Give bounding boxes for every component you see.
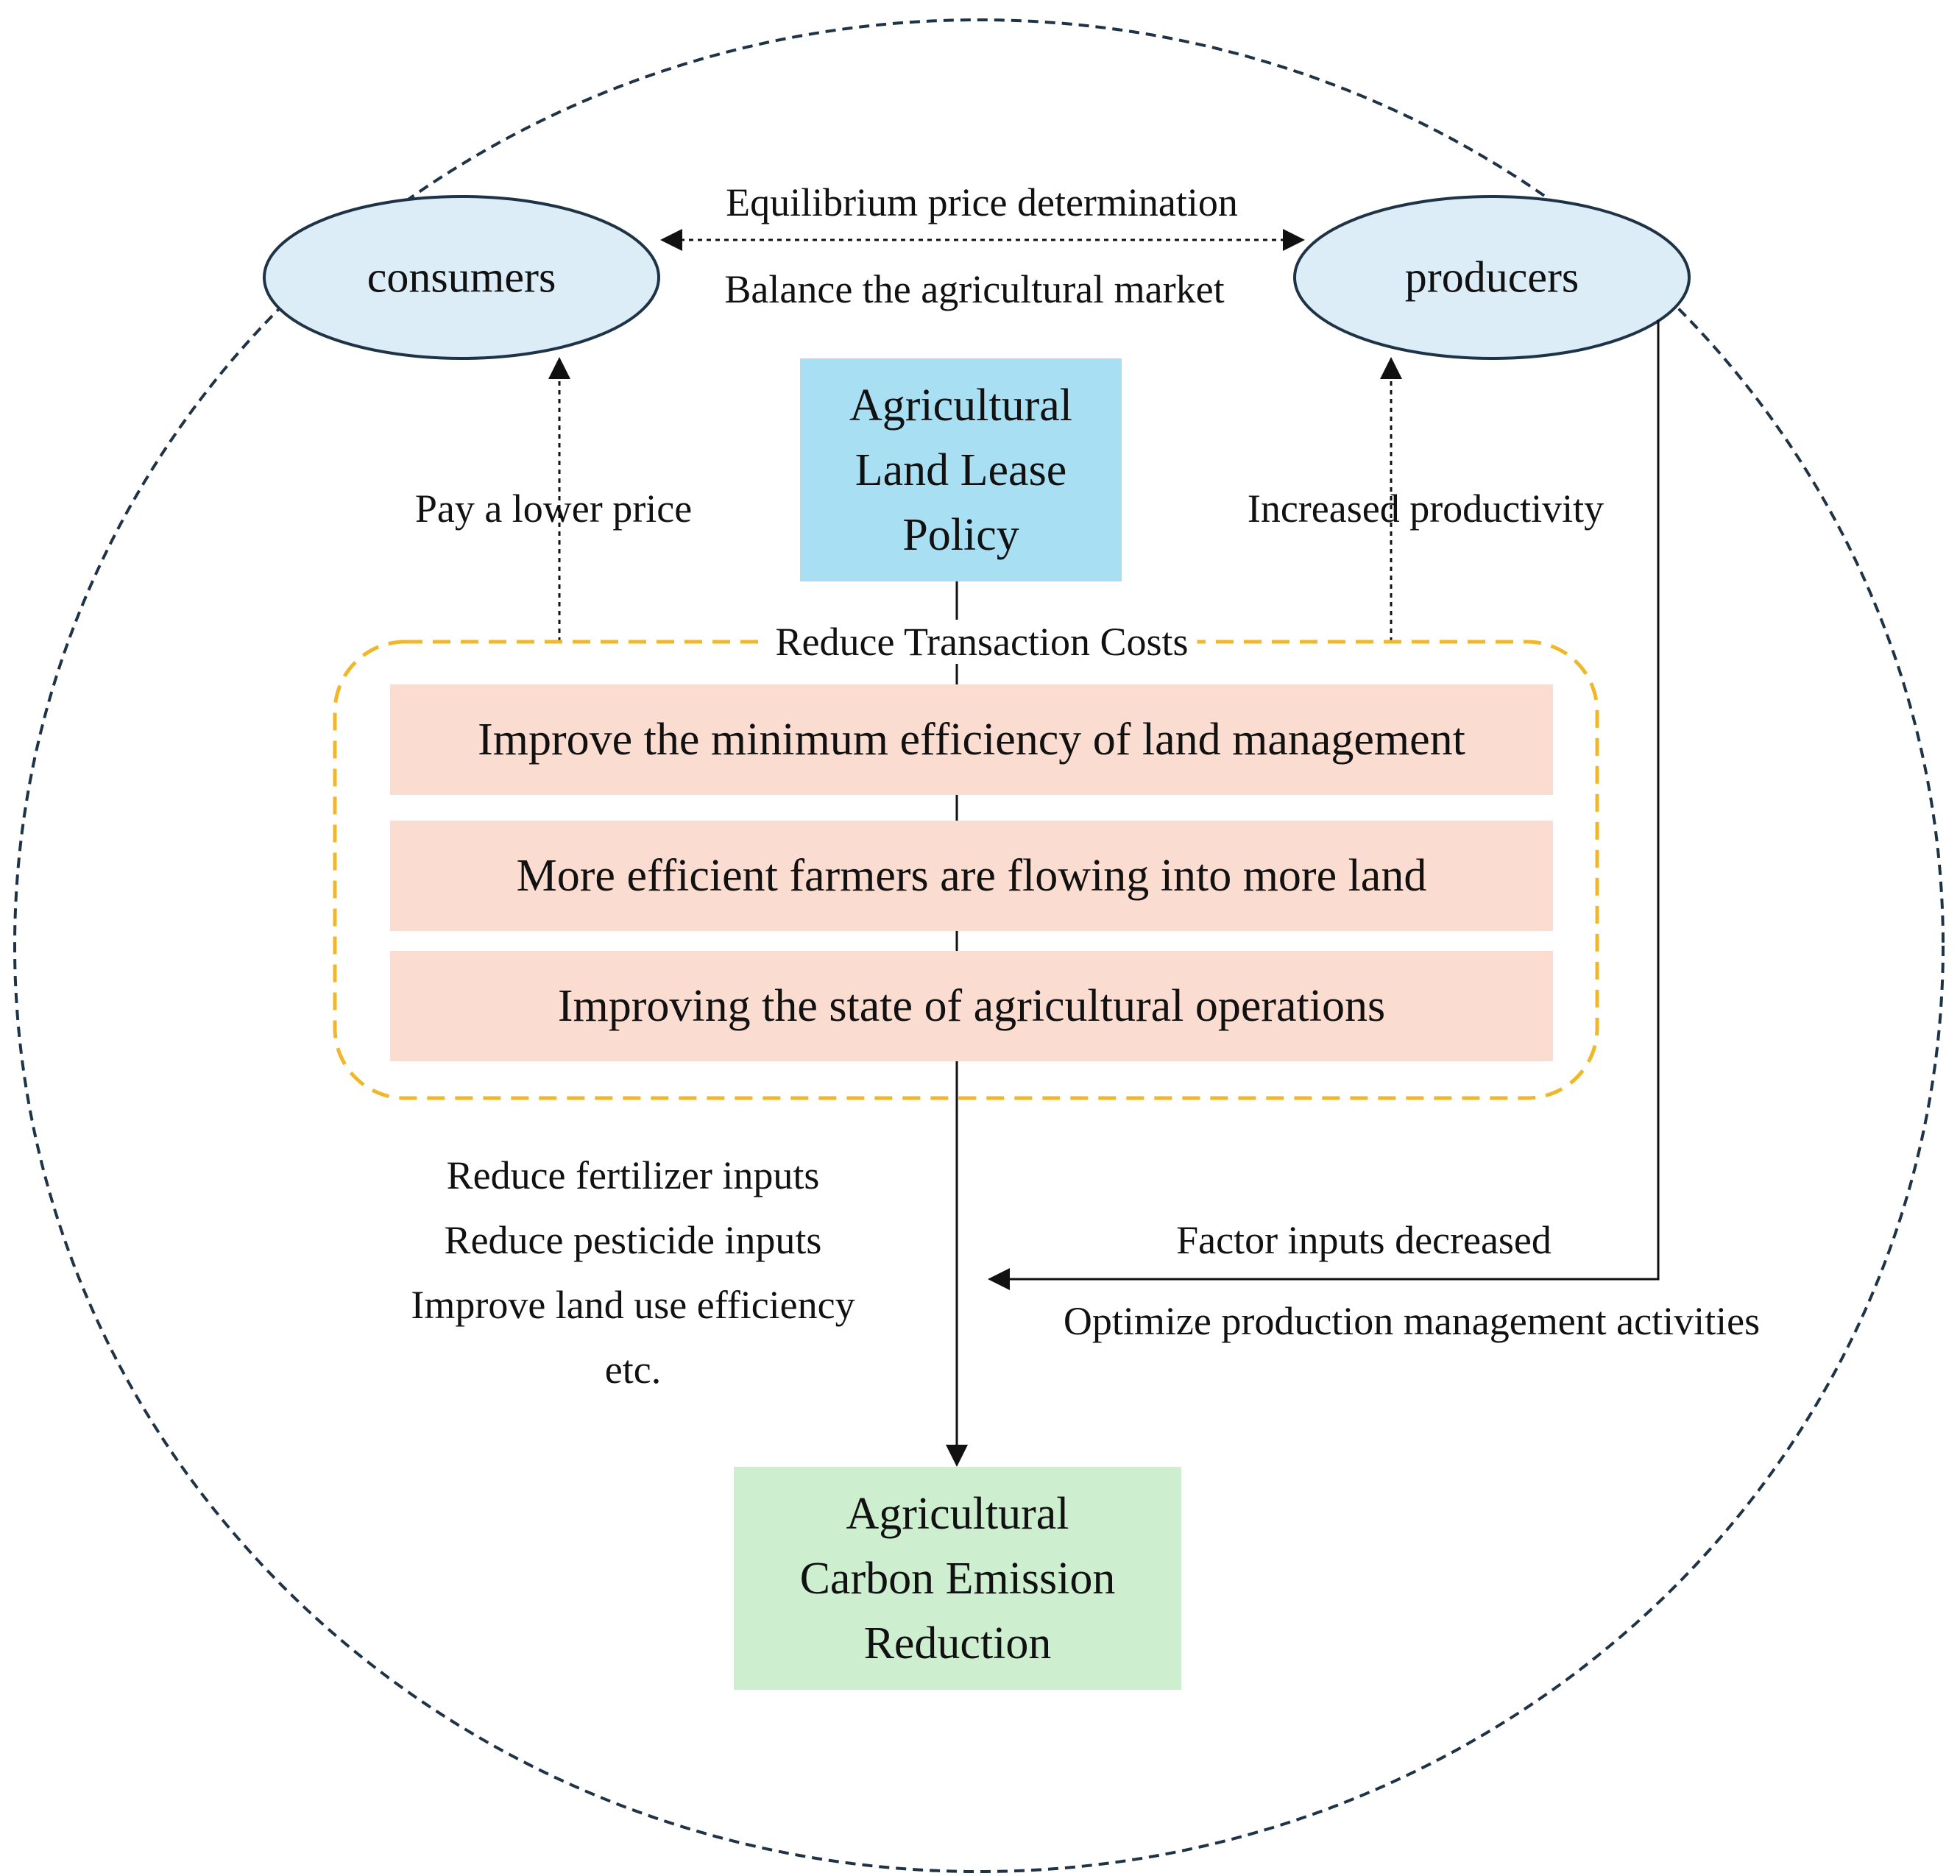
market-link-top-label: Equilibrium price determination <box>726 180 1238 224</box>
band-item-3: Improving the state of agricultural oper… <box>390 951 1553 1061</box>
band-item-2: More efficient farmers are flowing into … <box>390 821 1553 931</box>
market-link-bottom-label: Balance the agricultural market <box>724 267 1225 311</box>
producer-path-top-label: Factor inputs decreased <box>1176 1218 1552 1262</box>
band-title: Reduce Transaction Costs <box>766 620 1197 664</box>
policy-box: Agricultural Land Lease Policy <box>800 358 1122 581</box>
outer-boundary-circle <box>13 18 1945 1873</box>
producer-effect-label: Increased productivity <box>1247 486 1605 531</box>
mechanism-item: Reduce pesticide inputs <box>444 1218 822 1262</box>
policy-line-2: Land Lease <box>855 445 1067 495</box>
producers-label: producers <box>1404 252 1579 302</box>
producer-path-arrow <box>988 320 1660 1290</box>
outcome-box: Agricultural Carbon Emission Reduction <box>734 1467 1181 1690</box>
band-item-1-label: Improve the minimum efficiency of land m… <box>470 713 1473 766</box>
producer-path-bottom-label: Optimize production management activitie… <box>1063 1299 1761 1343</box>
outcome-line-1: Agricultural <box>846 1488 1069 1539</box>
consumer-effect-label: Pay a lower price <box>414 486 693 531</box>
outcome-line-2: Carbon Emission <box>799 1553 1116 1604</box>
mechanism-item: Reduce fertilizer inputs <box>446 1153 820 1197</box>
mechanism-item: Improve land use efficiency <box>411 1283 855 1327</box>
outcome-line-3: Reduction <box>863 1618 1052 1668</box>
mechanism-item: etc. <box>604 1348 662 1392</box>
band-item-2-label: More efficient farmers are flowing into … <box>509 849 1434 902</box>
band-item-3-label: Improving the state of agricultural oper… <box>550 980 1393 1033</box>
mechanisms-list: Reduce fertilizer inputs Reduce pesticid… <box>411 1143 855 1402</box>
consumers-ellipse <box>263 195 660 360</box>
consumers-label: consumers <box>367 252 556 302</box>
band-item-1: Improve the minimum efficiency of land m… <box>390 684 1553 795</box>
producers-ellipse <box>1293 195 1691 360</box>
policy-line-3: Policy <box>902 509 1019 560</box>
policy-line-1: Agricultural <box>849 380 1072 431</box>
